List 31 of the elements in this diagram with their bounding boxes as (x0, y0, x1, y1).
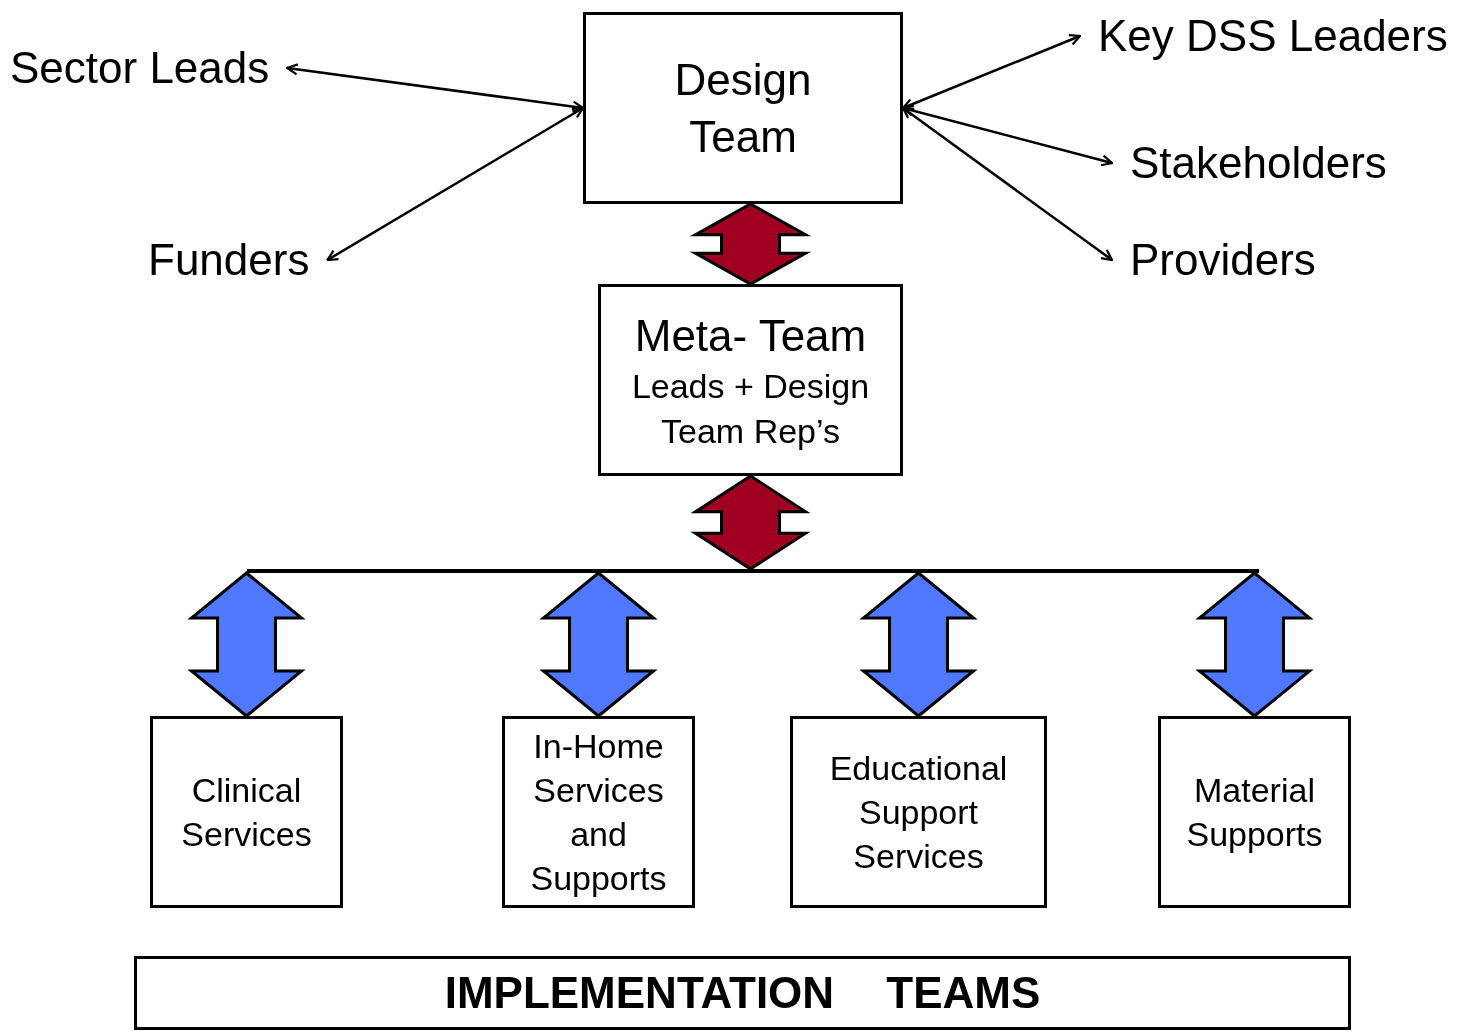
double-block-arrow (539, 571, 658, 718)
box-title: IMPLEMENTATION TEAMS (444, 967, 1041, 1020)
box-title: Clinical Services (180, 769, 313, 855)
process-box (1158, 716, 1351, 908)
text-label: Sector Leads (10, 43, 270, 93)
double-block-arrow (690, 474, 811, 571)
box-title: Educational Support Services (828, 747, 1009, 878)
arrow (901, 106, 1114, 262)
double-block-arrow (1195, 571, 1314, 718)
process-box (790, 716, 1047, 908)
double-block-arrow (859, 571, 978, 718)
arrow (286, 63, 585, 113)
text-label: Funders (148, 235, 310, 285)
double-block-arrow (187, 571, 306, 718)
box-title: Design Team (673, 53, 813, 163)
arrow (901, 34, 1082, 110)
process-box (150, 716, 343, 908)
process-box (583, 12, 903, 204)
banner-box (134, 956, 1351, 1030)
text-label: Key DSS Leaders (1098, 11, 1448, 61)
arrow (326, 106, 585, 262)
box-title: Material Supports (1185, 769, 1324, 855)
box-title: Meta- Team (634, 310, 867, 363)
double-block-arrow (689, 202, 812, 286)
box-subtitle: Leads + Design Team Rep’s (630, 366, 871, 452)
text-label: Providers (1130, 235, 1316, 285)
text-label: Stakeholders (1130, 138, 1387, 188)
connector-bar (247, 569, 1259, 573)
box-title: In-Home Services and Supports (529, 725, 668, 900)
process-box (502, 716, 695, 908)
process-box (598, 284, 903, 476)
